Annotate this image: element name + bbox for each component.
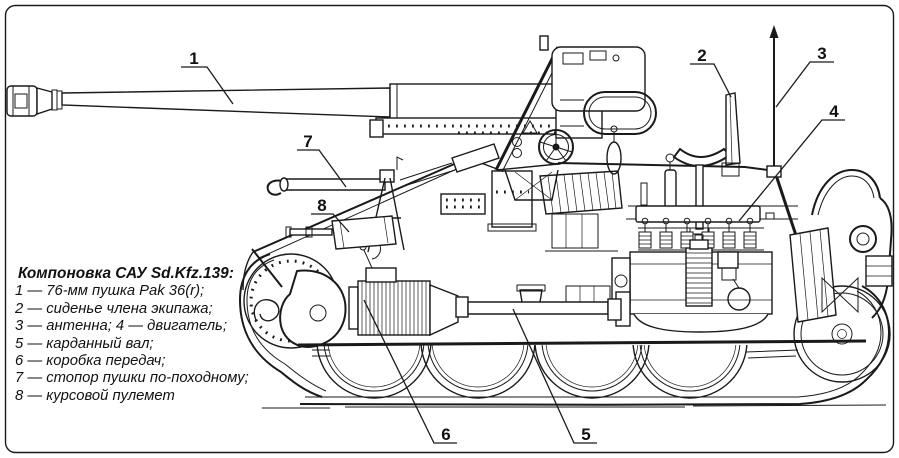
radiator (789, 227, 837, 323)
bow-machine-gun (285, 215, 397, 260)
callout-number: 5 (581, 425, 590, 444)
oil-pan (633, 313, 769, 333)
muzzle-brake (6, 85, 63, 117)
callout-number: 2 (697, 46, 706, 65)
volute-spring (253, 299, 280, 322)
callout-6: 6 (363, 299, 457, 444)
antenna-base (766, 165, 782, 178)
drive-sprocket (243, 248, 347, 349)
legend-item: 7 — стопор пушки по-походному; (15, 370, 249, 387)
valve-cover (635, 205, 761, 223)
cooling-fan (821, 276, 859, 314)
mount-pedestal-column (491, 170, 533, 228)
seat-backrest (725, 92, 741, 166)
road-wheel (632, 345, 748, 399)
rivet-plate (440, 193, 486, 215)
traverse-crank (606, 141, 622, 175)
antenna (766, 25, 782, 178)
callout-number: 4 (829, 102, 839, 121)
muffler (849, 225, 877, 253)
hull (242, 157, 893, 347)
rear-pipes (811, 168, 881, 216)
callout-5: 5 (512, 308, 597, 444)
legend-item: 5 — карданный вал; (15, 335, 154, 352)
callout-8: 8 (311, 196, 350, 233)
glacis-edge (252, 157, 469, 253)
recoil-guard (583, 91, 657, 135)
gun-mount (399, 35, 657, 201)
hull-bottom-edge (297, 339, 867, 347)
oil-bath-cleaner (685, 247, 713, 307)
callout-4: 4 (738, 102, 845, 222)
figure-border (4, 4, 895, 454)
road-wheel (316, 345, 432, 399)
driveshaft (455, 296, 622, 321)
callout-1: 1 (181, 49, 234, 105)
engine (611, 205, 773, 333)
callout-3: 3 (775, 44, 834, 108)
crew-seat (672, 92, 741, 235)
recoil-cylinder (451, 143, 500, 173)
legend: Компоновка САУ Sd.Kfz.139: 1 — 76-мм пуш… (15, 265, 315, 405)
legend-item: 2 — сиденье члена экипажа; (15, 300, 213, 317)
legend-item: 3 — антенна; 4 — двигатель; (15, 318, 227, 335)
legend-item: 6 — коробка передач; (15, 353, 166, 370)
legend-item: 1 — 76-мм пушка Pak 36(r); (15, 283, 205, 300)
barrel-tube (61, 87, 391, 118)
callout-2: 2 (690, 46, 732, 98)
bell-housing (429, 283, 459, 337)
stowage-rack (539, 170, 623, 215)
callout-number: 3 (817, 44, 826, 63)
callout-number: 6 (441, 425, 450, 444)
seat-post (695, 164, 704, 230)
elevation-handwheel (538, 129, 574, 165)
mount-housing (551, 46, 646, 112)
legend-item: 8 — курсовой пулемет (15, 387, 175, 404)
road-wheel (534, 345, 650, 399)
travel-lock (266, 156, 405, 253)
gun-shield (494, 46, 560, 171)
callout-number: 8 (317, 196, 326, 215)
callout-number: 1 (189, 49, 198, 68)
antenna-arrow (769, 25, 779, 38)
callouts: 1 2 3 4 5 6 7 8 (181, 44, 845, 444)
callout-number: 7 (303, 132, 312, 151)
gearbox (348, 243, 459, 337)
road-wheel (420, 345, 536, 399)
road-wheels (316, 345, 748, 399)
legend-title: Компоновка САУ Sd.Kfz.139: (18, 265, 234, 282)
ground-lines (262, 404, 887, 409)
gun-barrel (6, 83, 603, 139)
carburetor (717, 251, 739, 269)
rear-stowage-box (865, 255, 893, 287)
callout-7: 7 (297, 132, 347, 188)
